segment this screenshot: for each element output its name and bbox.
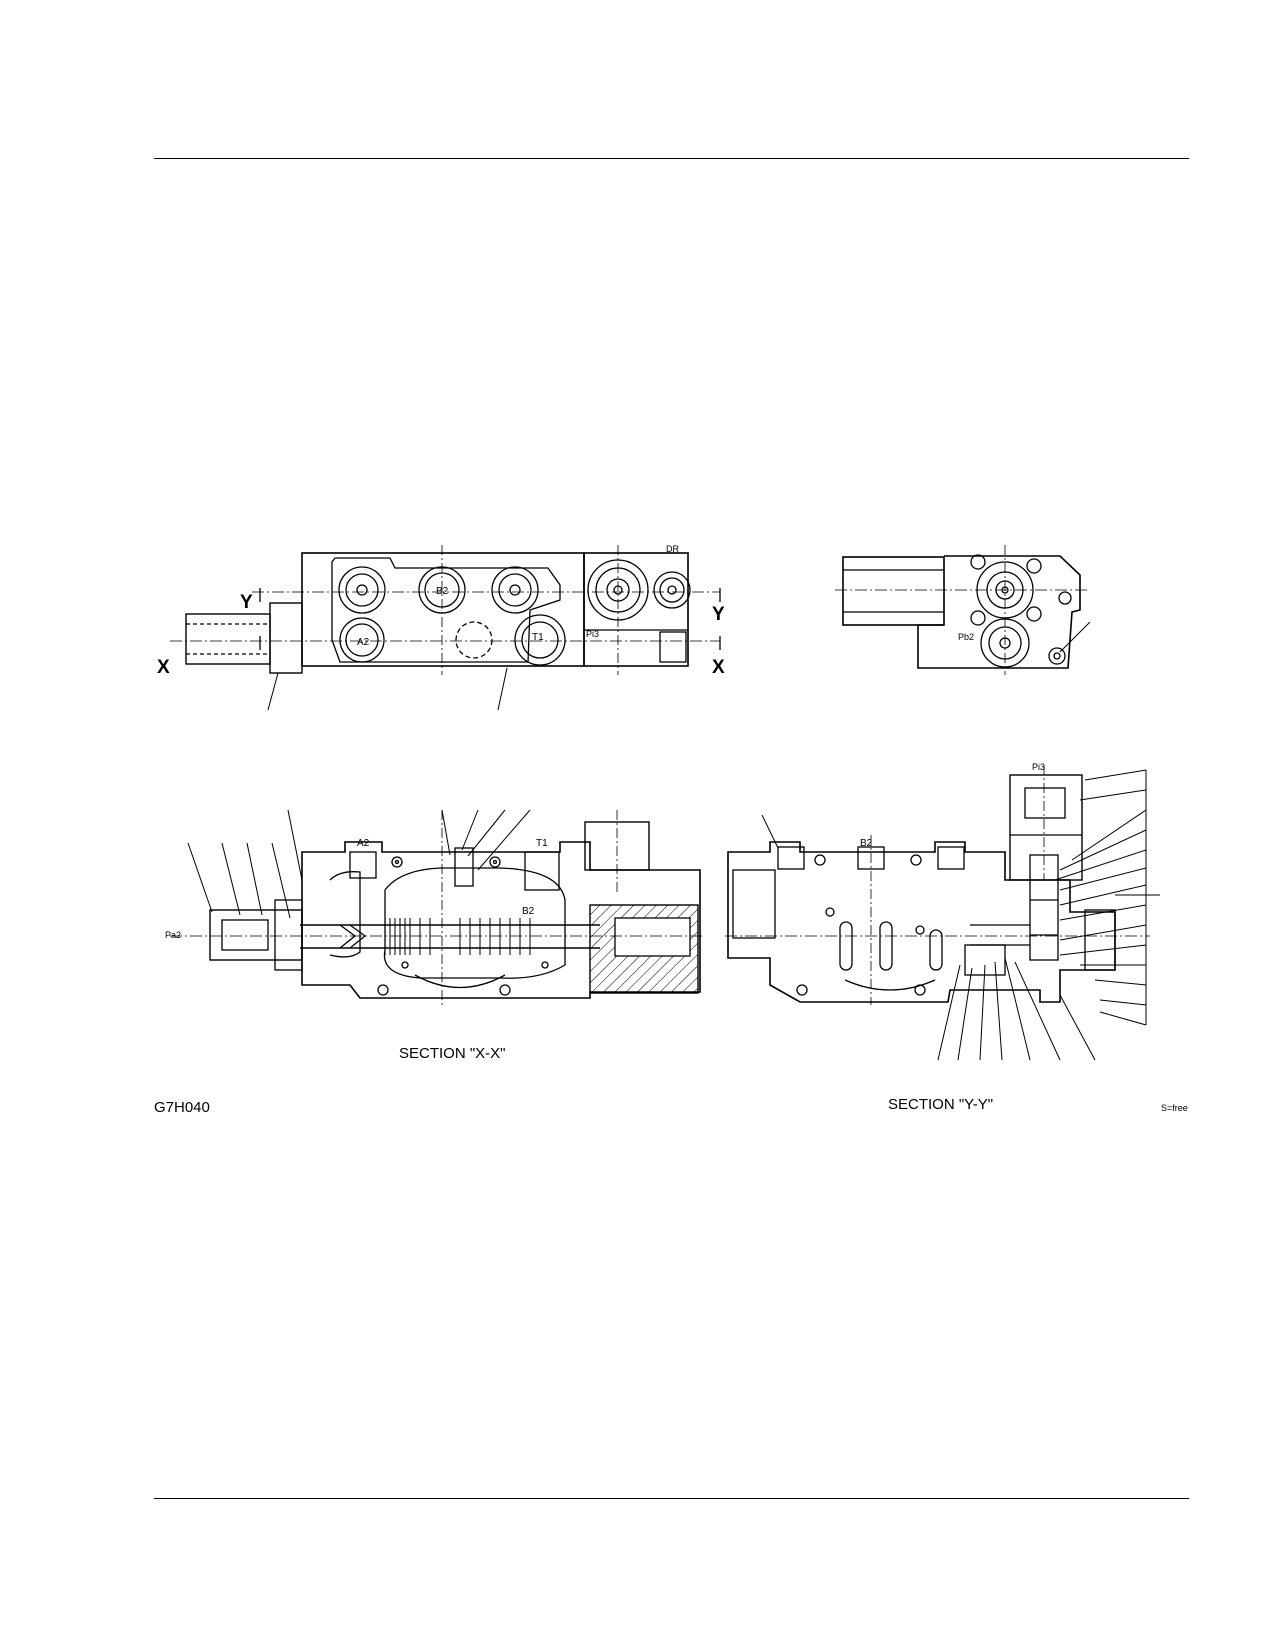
scale-note: S=free [1161, 1103, 1188, 1113]
figure-code: G7H040 [154, 1099, 210, 1116]
xx-port-pa2-label: Pa2 [165, 930, 181, 940]
top-left-view: B2 A2 T1 DR Pi3 Y Y X X [157, 544, 725, 711]
port-b2-label: B2 [436, 586, 449, 597]
port-dr-label: DR [666, 544, 679, 554]
yy-port-pi3-label: Pi3 [1032, 762, 1045, 772]
section-xx-title: SECTION "X-X" [399, 1045, 506, 1062]
top-right-view: Pb2 [835, 545, 1091, 675]
section-yy-title: SECTION "Y-Y" [888, 1096, 994, 1113]
section-yy-view: B2 Pi3 [725, 762, 1160, 1061]
footer-rule [154, 1498, 1189, 1499]
section-mark-x-left: X [157, 657, 170, 678]
section-mark-y-left: Y [240, 592, 253, 613]
section-xx-view: A2 T1 B2 Pa2 [165, 809, 705, 1005]
xx-port-b2-label: B2 [522, 906, 535, 917]
port-pi3-label: Pi3 [586, 629, 599, 639]
section-mark-y-right: Y [712, 604, 725, 625]
yy-port-b2-label: B2 [860, 838, 873, 849]
port-t1-label: T1 [532, 632, 544, 643]
section-mark-x-right: X [712, 657, 725, 678]
header-rule [154, 158, 1189, 159]
xx-port-a2-label: A2 [357, 838, 370, 849]
xx-port-t1-label: T1 [536, 838, 548, 849]
port-a2-label: A2 [357, 637, 370, 648]
port-pb2-label: Pb2 [958, 632, 974, 642]
